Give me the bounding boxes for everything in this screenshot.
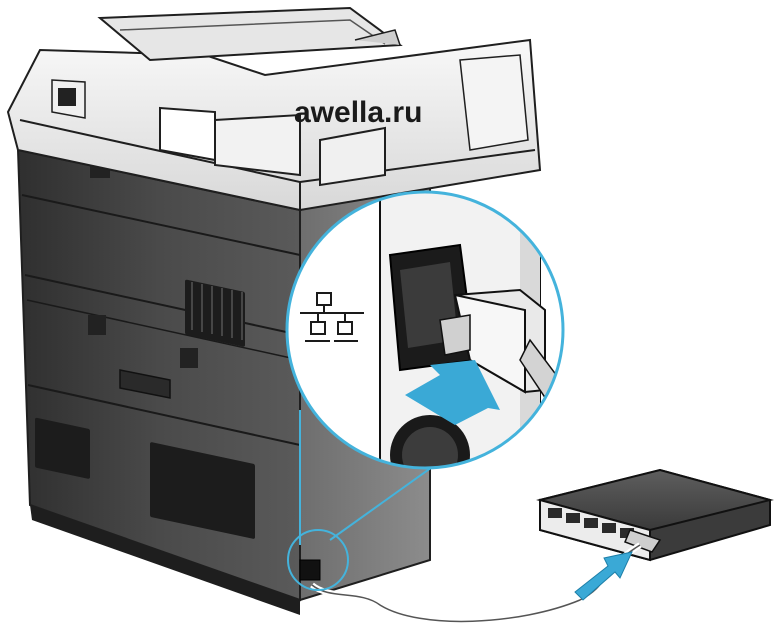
network-topology-icon — [300, 292, 364, 342]
insert-arrow-icon — [405, 360, 500, 425]
printer-document-feeder-tray — [97, 6, 403, 62]
printer-vent — [35, 279, 255, 539]
printer-back-panel — [16, 148, 301, 602]
printer-handle — [119, 369, 171, 399]
network-switch — [536, 468, 774, 562]
printer-network-port — [299, 559, 321, 581]
printer — [6, 6, 542, 615]
port-closeup — [285, 190, 565, 470]
switch-ports — [548, 508, 634, 538]
insert-arrow-icon — [574, 551, 633, 601]
watermark-text: awella.ru — [294, 96, 423, 129]
